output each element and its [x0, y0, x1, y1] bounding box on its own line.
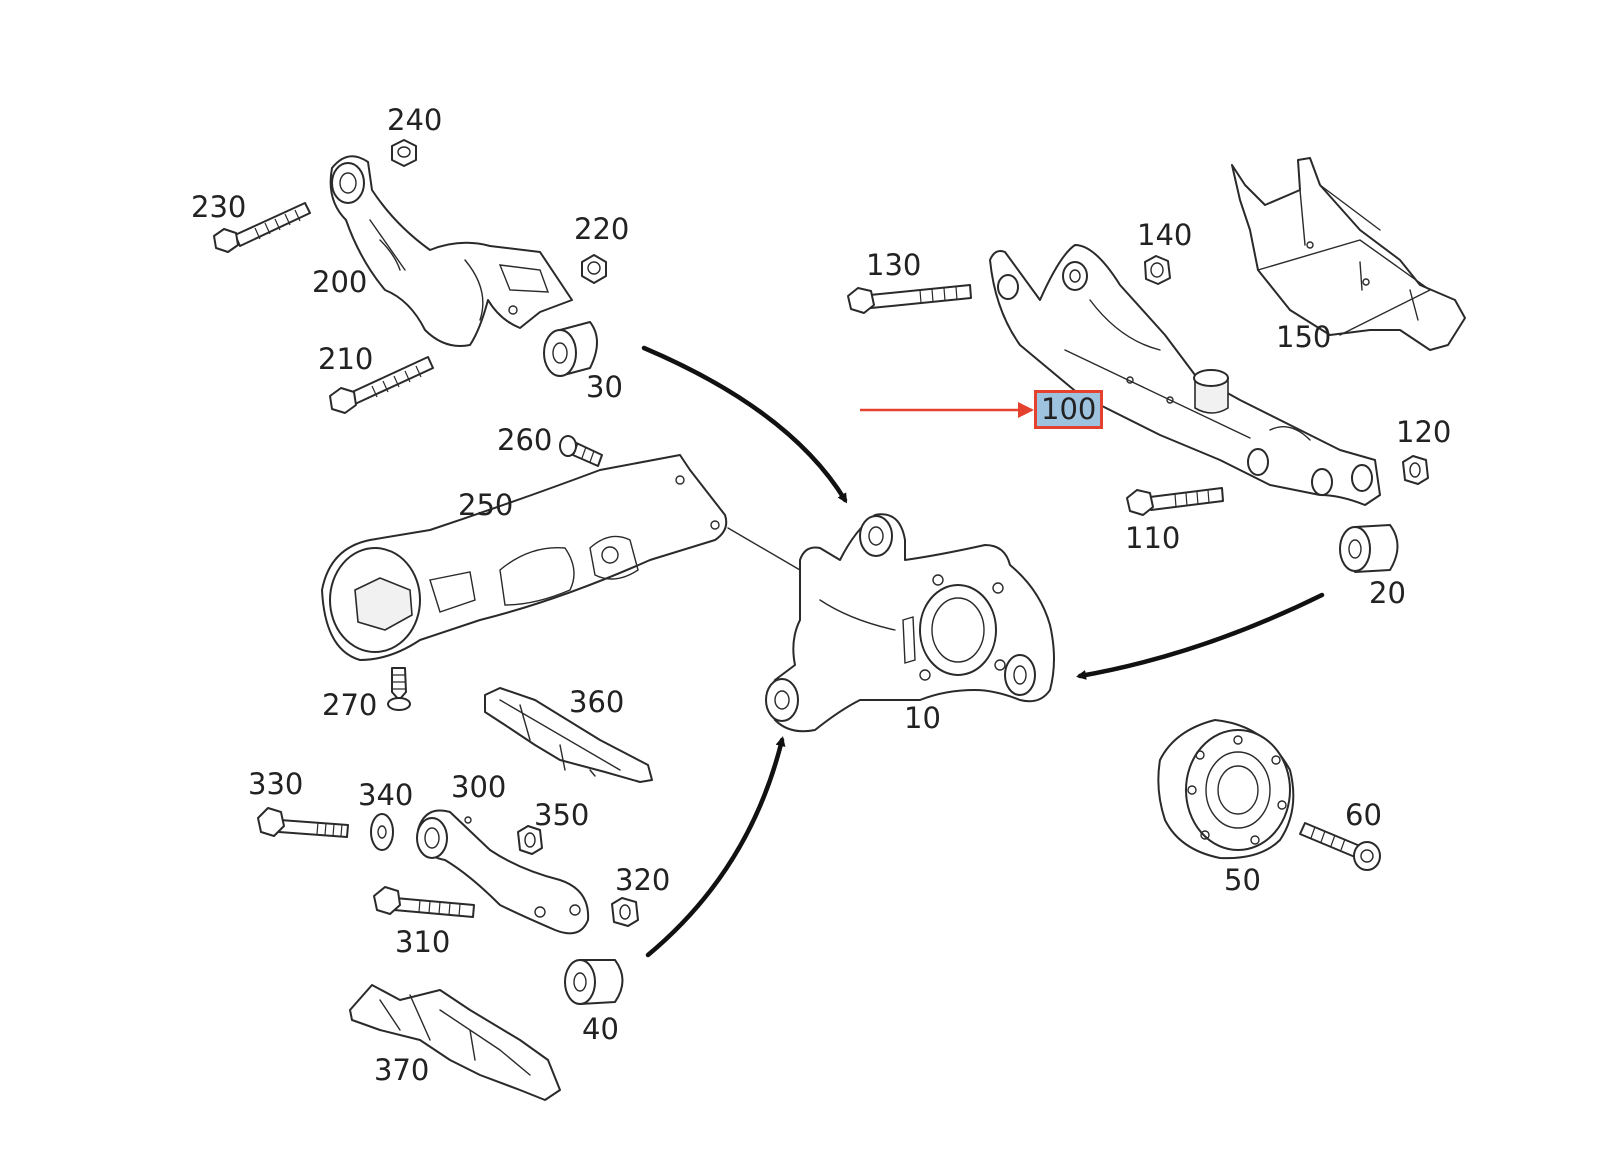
- callout-370: 370: [374, 1053, 430, 1087]
- callout-230: 230: [191, 190, 247, 224]
- bolt-260: [559, 435, 603, 467]
- bushing-30: [543, 321, 598, 377]
- callout-330: 330: [248, 767, 304, 801]
- callout-60: 60: [1345, 798, 1382, 832]
- nut-240: [391, 139, 417, 167]
- callout-120: 120: [1396, 415, 1452, 449]
- nut-120: [1402, 455, 1429, 485]
- callout-10: 10: [904, 701, 941, 735]
- callout-320: 320: [615, 863, 671, 897]
- callout-210: 210: [318, 342, 374, 376]
- bolt-330: [257, 807, 349, 838]
- callout-260: 260: [497, 423, 553, 457]
- callout-150: 150: [1276, 320, 1332, 354]
- hub-50: [1157, 719, 1295, 860]
- bolt-60: [1299, 822, 1381, 871]
- callout-310: 310: [395, 925, 451, 959]
- bolt-130: [847, 284, 972, 314]
- callout-130: 130: [866, 248, 922, 282]
- bushing-40: [564, 959, 624, 1005]
- callout-220: 220: [574, 212, 630, 246]
- callout-40: 40: [582, 1012, 619, 1046]
- trailing-arm-100: [989, 244, 1381, 506]
- link-300: [416, 809, 590, 935]
- nut-320: [611, 897, 639, 927]
- shield-360: [484, 687, 653, 783]
- bolt-210: [329, 356, 434, 414]
- bolt-310: [373, 886, 475, 918]
- bolt-110: [1126, 487, 1224, 516]
- bolt-230: [213, 202, 311, 253]
- nut-140: [1144, 255, 1171, 285]
- callout-100: 100: [1034, 390, 1104, 429]
- upper-control-arm-200: [329, 155, 573, 347]
- callout-350: 350: [534, 798, 590, 832]
- callout-340: 340: [358, 778, 414, 812]
- callout-200: 200: [312, 265, 368, 299]
- bushing-20: [1339, 524, 1399, 573]
- callout-300: 300: [451, 770, 507, 804]
- callout-20: 20: [1369, 576, 1406, 610]
- callout-250: 250: [458, 488, 514, 522]
- callout-270: 270: [322, 688, 378, 722]
- callout-110: 110: [1125, 521, 1181, 555]
- clip-270: [387, 667, 411, 711]
- nut-220: [581, 254, 607, 284]
- assembly-arrow-trailing-arm: [1076, 592, 1325, 680]
- shield-370: [349, 984, 561, 1101]
- knuckle-10: [765, 513, 1055, 733]
- callout-140: 140: [1137, 218, 1193, 252]
- nut-350: [517, 825, 543, 855]
- callout-240: 240: [387, 103, 443, 137]
- washer-340: [370, 813, 394, 851]
- bracket-150: [1231, 157, 1466, 351]
- callout-360: 360: [569, 685, 625, 719]
- assembly-arrow-link: [645, 736, 786, 958]
- callout-30: 30: [586, 370, 623, 404]
- lower-control-arm-250: [321, 454, 801, 661]
- assembly-arrow-upper-arm: [641, 345, 848, 504]
- callout-50: 50: [1224, 863, 1261, 897]
